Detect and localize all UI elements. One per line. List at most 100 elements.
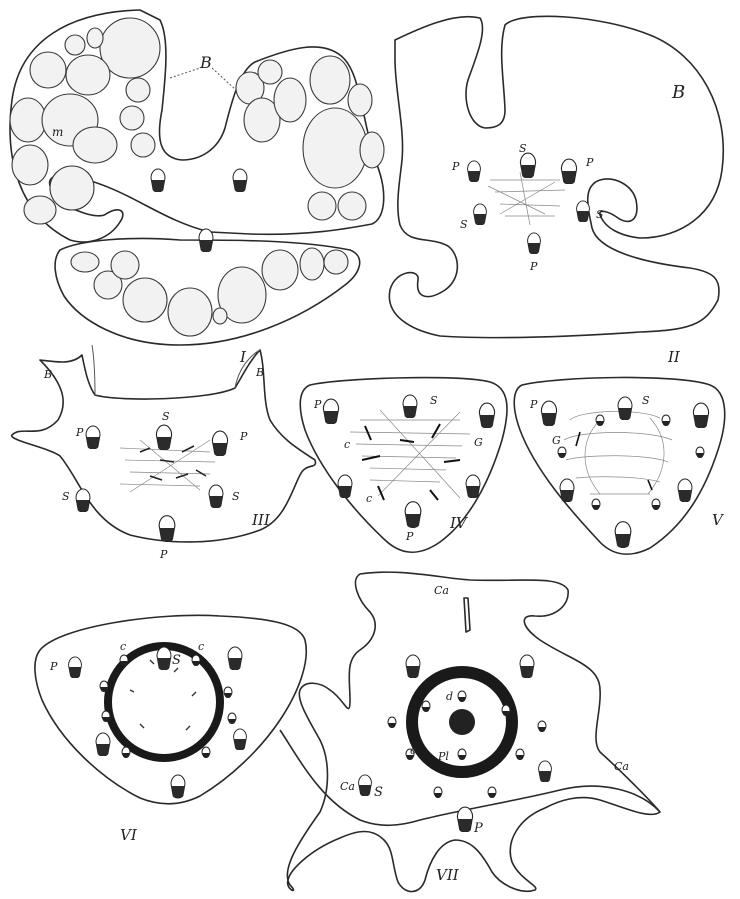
figure-7-outline: [287, 572, 660, 891]
figure-6-small-bundle: [192, 655, 200, 666]
figure-7-label-s: S: [374, 785, 383, 800]
figure-6-small-bundle: [202, 747, 210, 758]
figure-5-small-bundle: [558, 447, 566, 458]
figure-2-label-s: S: [460, 218, 468, 231]
figure-1-cell: [87, 28, 103, 48]
figure-6-numeral: VI: [120, 826, 138, 844]
figure-4-bundle: [338, 475, 352, 498]
figure-1-cell: [126, 78, 150, 102]
figure-5-bundle: [541, 401, 556, 426]
figure-2-bundle: [468, 161, 481, 182]
figure-1-cell: [348, 84, 372, 116]
figure-3: S P P S S P B B III: [12, 345, 316, 561]
figure-5-bundle: [615, 522, 631, 548]
figure-7-small-bundle: [538, 721, 546, 732]
figure-7-label-p: P: [473, 821, 483, 836]
figure-7-small-bundle: [502, 705, 510, 716]
figure-7-pith: [449, 709, 475, 735]
figure-6-label-c: c: [120, 640, 126, 653]
figure-6: S P c c VI: [35, 615, 306, 844]
figure-1-cell: [50, 166, 94, 210]
figure-6-small-bundle: [100, 681, 108, 692]
figure-5-bundle: [678, 479, 692, 502]
figure-6-small-bundle: [102, 711, 110, 722]
figure-4-label-c: c: [366, 492, 372, 505]
figure-4: S P c G c P IV: [300, 378, 507, 553]
figure-2-bundle: [561, 159, 576, 184]
figure-1-cell: [303, 108, 367, 188]
figure-3-label-s: S: [162, 410, 170, 423]
figure-5-label-p: P: [529, 398, 538, 411]
figure-7-bundle: [457, 807, 472, 832]
figure-7-label-ca: Ca: [434, 584, 449, 597]
figure-6-bundle: [157, 647, 171, 670]
figure-2-label-s: S: [519, 142, 527, 155]
figure-7-label-ca: Ca: [614, 760, 629, 773]
figure-4-numeral: IV: [449, 514, 469, 532]
figure-1-bundle: [151, 169, 165, 192]
figure-5-bundle: [693, 403, 708, 428]
figure-2-bundle: [520, 153, 535, 178]
figure-3-label-p: P: [239, 430, 248, 443]
figure-6-inner-marks: [130, 660, 196, 730]
figure-7-small-bundle: [388, 717, 396, 728]
figure-1-cell: [30, 52, 66, 88]
figure-4-bundle: [479, 403, 494, 428]
figure-2-stele: [488, 172, 565, 225]
figure-6-small-bundle: [228, 713, 236, 724]
figure-6-small-bundle: [224, 687, 232, 698]
figure-1-cell: [324, 250, 348, 274]
figure-1-cell: [262, 250, 298, 290]
figure-2-numeral: II: [667, 348, 681, 366]
figure-7-small-bundle: [434, 787, 442, 798]
figure-1-cell: [308, 192, 336, 220]
figure-1-cell: [131, 133, 155, 157]
figure-4-stele: [350, 410, 470, 500]
figure-7-small-bundle: [422, 701, 430, 712]
figure-1-cell: [274, 78, 306, 122]
figure-2: S P P S S P B II: [389, 16, 723, 366]
figure-4-bundle: [323, 399, 338, 424]
figure-7-bundle-pl: [458, 749, 466, 760]
figure-6-bundle: [171, 775, 185, 798]
figure-1-cell: [300, 248, 324, 280]
figure-5-small-bundle: [596, 415, 604, 426]
figure-1-cell: [310, 56, 350, 104]
figure-4-bundle: [403, 395, 417, 418]
figure-1-cell: [73, 127, 117, 163]
figure-1-cell: [213, 308, 227, 324]
figure-3-bundle: [212, 431, 227, 456]
figure-7-bundle: [406, 655, 420, 678]
figure-1-bundle: [199, 229, 213, 252]
figure-1-cell: [111, 251, 139, 279]
figure-3-bundle: [209, 485, 223, 508]
figure-3-bundle: [156, 425, 171, 450]
figure-7-label-pl: Pl: [437, 750, 449, 763]
figure-3-label-p: P: [75, 426, 84, 439]
figure-5: S P G V: [514, 377, 725, 554]
figure-1-cell: [66, 55, 110, 95]
figure-1-cell: [123, 278, 167, 322]
figure-4-label-g: G: [474, 436, 483, 449]
figure-3-label-b: B: [43, 368, 52, 381]
figure-2-outline: [389, 16, 723, 337]
figure-5-small-bundle: [662, 415, 670, 426]
figure-6-bundle: [234, 729, 247, 750]
figure-3-bundle: [76, 489, 90, 512]
figure-6-label-s: S: [172, 653, 181, 668]
figure-7: Ca Ca Ca S P c d Pl VII: [280, 572, 660, 891]
figure-5-bundle: [618, 397, 632, 420]
figure-1-cell: [24, 196, 56, 224]
figure-5-small-bundle: [592, 499, 600, 510]
figure-6-bundle: [69, 657, 82, 678]
figure-3-bundle: [159, 516, 175, 542]
figure-3-label-b: B: [255, 366, 264, 379]
figure-5-numeral: V: [712, 511, 725, 529]
figure-1-label-b: B: [199, 53, 212, 72]
figure-1-cell: [120, 106, 144, 130]
figure-7-label-d: d: [446, 690, 453, 703]
figure-2-label-p: P: [529, 260, 538, 273]
figure-6-label-c: c: [198, 640, 204, 653]
figure-1-cell: [360, 132, 384, 168]
figure-7-bundle: [539, 761, 552, 782]
